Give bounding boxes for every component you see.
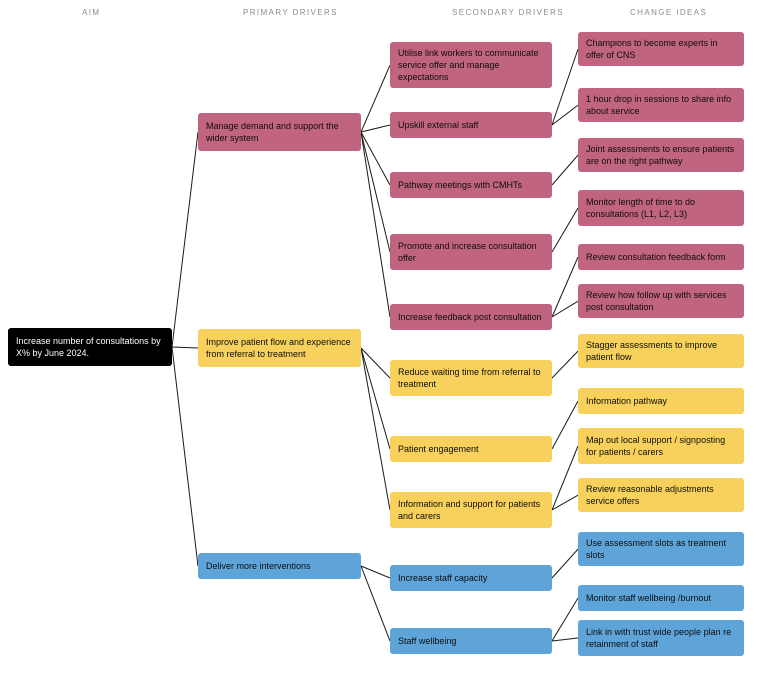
secondary-driver-node[interactable]: Promote and increase consultation offer (390, 234, 552, 270)
node-label: Increase feedback post consultation (398, 311, 542, 322)
secondary-driver-node[interactable]: Staff wellbeing (390, 628, 552, 654)
change-idea-node[interactable]: Review reasonable adjustments service of… (578, 478, 744, 513)
node-label: Pathway meetings with CMHTs (398, 179, 523, 190)
node-label: Review how follow up with services post … (586, 290, 727, 313)
change-idea-node[interactable]: 1 hour drop in sessions to share info ab… (578, 88, 744, 123)
change-idea-node[interactable]: Map out local support / signposting for … (578, 428, 744, 464)
secondary-driver-node[interactable]: Utilise link workers to communicate serv… (390, 42, 552, 89)
node-label: Use assessment slots as treatment slots (586, 538, 727, 561)
node-label: Utilise link workers to communicate serv… (398, 48, 539, 83)
node-label: Monitor length of time to do consultatio… (586, 196, 696, 219)
secondary-driver-node[interactable]: Patient engagement (390, 436, 552, 462)
node-label: Stagger assessments to improve patient f… (586, 340, 718, 363)
node-label: Upskill external staff (398, 119, 479, 130)
node-label: Champions to become experts in offer of … (586, 38, 718, 61)
change-idea-node[interactable]: Monitor staff wellbeing /burnout (578, 585, 744, 611)
primary-driver-node[interactable]: Manage demand and support the wider syst… (198, 113, 361, 151)
change-idea-node[interactable]: Use assessment slots as treatment slots (578, 532, 744, 567)
secondary-driver-node[interactable]: Increase feedback post consultation (390, 304, 552, 330)
change-idea-node[interactable]: Joint assessments to ensure patients are… (578, 138, 744, 173)
secondary-driver-node[interactable]: Information and support for patients and… (390, 492, 552, 528)
primary-driver-node[interactable]: Deliver more interventions (198, 553, 361, 579)
change-idea-node[interactable]: Review consultation feedback form (578, 244, 744, 270)
node-label: Review consultation feedback form (586, 251, 726, 262)
column-header-primary: PRIMARY DRIVERS (243, 8, 338, 17)
secondary-driver-node[interactable]: Upskill external staff (390, 112, 552, 138)
node-label: Manage demand and support the wider syst… (206, 120, 339, 143)
aim-node[interactable]: Increase number of consultations by X% b… (8, 328, 172, 366)
change-idea-node[interactable]: Link in with trust wide people plan re r… (578, 620, 744, 656)
node-label: Monitor staff wellbeing /burnout (586, 592, 711, 603)
secondary-driver-node[interactable]: Increase staff capacity (390, 565, 552, 591)
node-label: Improve patient flow and experience from… (206, 336, 351, 359)
column-header-change: CHANGE IDEAS (630, 8, 708, 17)
node-label: Deliver more interventions (206, 560, 311, 571)
node-label: 1 hour drop in sessions to share info ab… (586, 94, 732, 117)
node-label: Link in with trust wide people plan re r… (586, 626, 732, 649)
primary-driver-node[interactable]: Improve patient flow and experience from… (198, 329, 361, 367)
secondary-driver-node[interactable]: Pathway meetings with CMHTs (390, 172, 552, 198)
node-label: Information pathway (586, 395, 668, 406)
change-idea-node[interactable]: Stagger assessments to improve patient f… (578, 334, 744, 369)
aim-text: Increase number of consultations by X% b… (16, 335, 161, 358)
node-label: Promote and increase consultation offer (398, 240, 537, 263)
node-label: Staff wellbeing (398, 635, 457, 646)
node-label: Map out local support / signposting for … (586, 434, 726, 457)
node-label: Patient engagement (398, 443, 479, 454)
column-header-aim: AIM (82, 8, 101, 17)
secondary-driver-node[interactable]: Reduce waiting time from referral to tre… (390, 360, 552, 396)
node-label: Information and support for patients and… (398, 498, 541, 521)
change-idea-node[interactable]: Review how follow up with services post … (578, 284, 744, 319)
change-idea-node[interactable]: Information pathway (578, 388, 744, 414)
node-label: Reduce waiting time from referral to tre… (398, 366, 541, 389)
node-label: Increase staff capacity (398, 572, 488, 583)
node-label: Review reasonable adjustments service of… (586, 484, 714, 507)
column-header-secondary: SECONDARY DRIVERS (452, 8, 564, 17)
node-label: Joint assessments to ensure patients are… (586, 144, 735, 167)
change-idea-node[interactable]: Champions to become experts in offer of … (578, 32, 744, 67)
change-idea-node[interactable]: Monitor length of time to do consultatio… (578, 190, 744, 226)
